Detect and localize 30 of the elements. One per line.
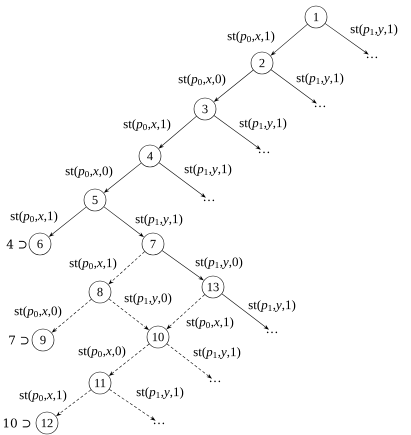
edge-label: st(p$_{0}$,x,1)	[226, 30, 276, 44]
ellipsis: …	[258, 152, 270, 154]
edge-label: st(p$_{1}$,y,1)	[296, 72, 344, 86]
ellipsis: …	[210, 380, 220, 382]
ellipsis: …	[204, 200, 214, 202]
ellipsis: …	[314, 106, 326, 108]
edge-label: st(p$_{0}$,x,0)	[178, 74, 226, 86]
edge-label: st(p$_{1}$,y,1)	[238, 118, 288, 130]
edge-label: st(p$_{0}$,x,1)	[18, 390, 68, 402]
edge-label: st(p$_{1}$,y,1)	[134, 214, 184, 226]
edge-label: st(p$_{1}$,y,1)	[192, 346, 242, 360]
ellipsis: …	[266, 332, 278, 334]
edge-label: st(p$_{0}$,x,0)	[78, 346, 126, 358]
ellipsis: …	[154, 422, 164, 424]
edge-label: st(p$_{1}$,y,0)	[124, 292, 172, 306]
edge-label: st(p$_{1}$,y,1)	[350, 24, 398, 36]
edge-label: st(p$_{0}$,x,1)	[186, 316, 234, 330]
edge-label: st(p$_{1}$,y,1)	[248, 300, 296, 312]
edge-label: st(p$_{1}$,y,1)	[136, 386, 184, 400]
edge-label: st(p$_{0}$,x,0)	[64, 166, 114, 178]
node-annotation: 4 ⊃	[6, 240, 26, 248]
node-annotation: 10 ⊃	[4, 418, 30, 428]
edge-label: st(p$_{0}$,x,1)	[68, 258, 118, 270]
ellipsis: …	[366, 56, 378, 58]
edge-label: st(p$_{0}$,x,1)	[122, 118, 172, 132]
edge-label: st(p$_{1}$,y,0)	[194, 256, 244, 270]
edge-label: st(p$_{0}$,x,1)	[10, 210, 58, 224]
node-annotation: 7 ⊃	[9, 336, 28, 344]
edge-label: st(p$_{0}$,x,0)	[14, 306, 62, 318]
edge-label: st(p$_{1}$,y,1)	[184, 164, 232, 176]
